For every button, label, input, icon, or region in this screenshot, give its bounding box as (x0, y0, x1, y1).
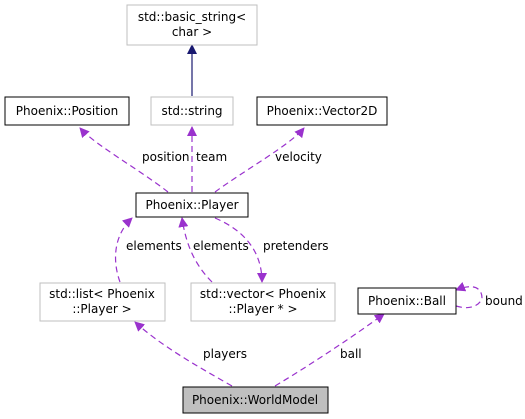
svg-text:std::list< Phoenix: std::list< Phoenix (49, 287, 155, 301)
svg-text:Phoenix::Ball: Phoenix::Ball (368, 294, 446, 308)
edge-player-velocity (214, 127, 305, 193)
edge-label-team: team (196, 150, 227, 164)
edge-list-player (114, 217, 133, 283)
svg-text:::Player >: ::Player > (72, 302, 131, 316)
edge-ball-bound (455, 282, 483, 309)
edge-label-velocity: velocity (275, 150, 322, 164)
edge-vector-player (178, 217, 213, 283)
node-basic-string[interactable]: std::basic_string< char > (126, 4, 258, 46)
svg-text:Phoenix::Player: Phoenix::Player (145, 198, 238, 212)
node-vector2d[interactable]: Phoenix::Vector2D (256, 96, 388, 126)
edge-label-list-elements: elements (126, 239, 182, 253)
edge-label-position: position (142, 150, 190, 164)
edge-label-pretenders: pretenders (263, 239, 329, 253)
node-player[interactable]: Phoenix::Player (135, 192, 249, 218)
edge-player-position (79, 127, 169, 193)
edge-label-players: players (203, 347, 247, 361)
node-std-string[interactable]: std::string (150, 96, 234, 126)
node-position[interactable]: Phoenix::Position (4, 96, 130, 126)
svg-text:Phoenix::Position: Phoenix::Position (16, 104, 118, 118)
svg-text:std::vector< Phoenix: std::vector< Phoenix (200, 287, 326, 301)
node-vector[interactable]: std::vector< Phoenix ::Player * > (190, 282, 336, 322)
node-list[interactable]: std::list< Phoenix ::Player > (39, 282, 166, 322)
edge-label-vector-elements: elements (193, 239, 249, 253)
svg-text:Phoenix::Vector2D: Phoenix::Vector2D (267, 104, 378, 118)
svg-text:std::basic_string<: std::basic_string< (138, 10, 246, 24)
node-worldmodel[interactable]: Phoenix::WorldModel (182, 386, 329, 414)
edge-label-bound: bound (485, 294, 523, 308)
svg-text:std::string: std::string (161, 104, 222, 118)
svg-text:char >: char > (172, 25, 212, 39)
svg-text:::Player * >: ::Player * > (228, 302, 297, 316)
edge-player-vector-pretenders (214, 217, 267, 283)
node-ball[interactable]: Phoenix::Ball (357, 287, 457, 315)
svg-text:Phoenix::WorldModel: Phoenix::WorldModel (192, 393, 318, 407)
edge-label-ball: ball (340, 347, 362, 361)
edge-worldmodel-list (134, 321, 233, 387)
edge-worldmodel-ball (274, 313, 385, 387)
